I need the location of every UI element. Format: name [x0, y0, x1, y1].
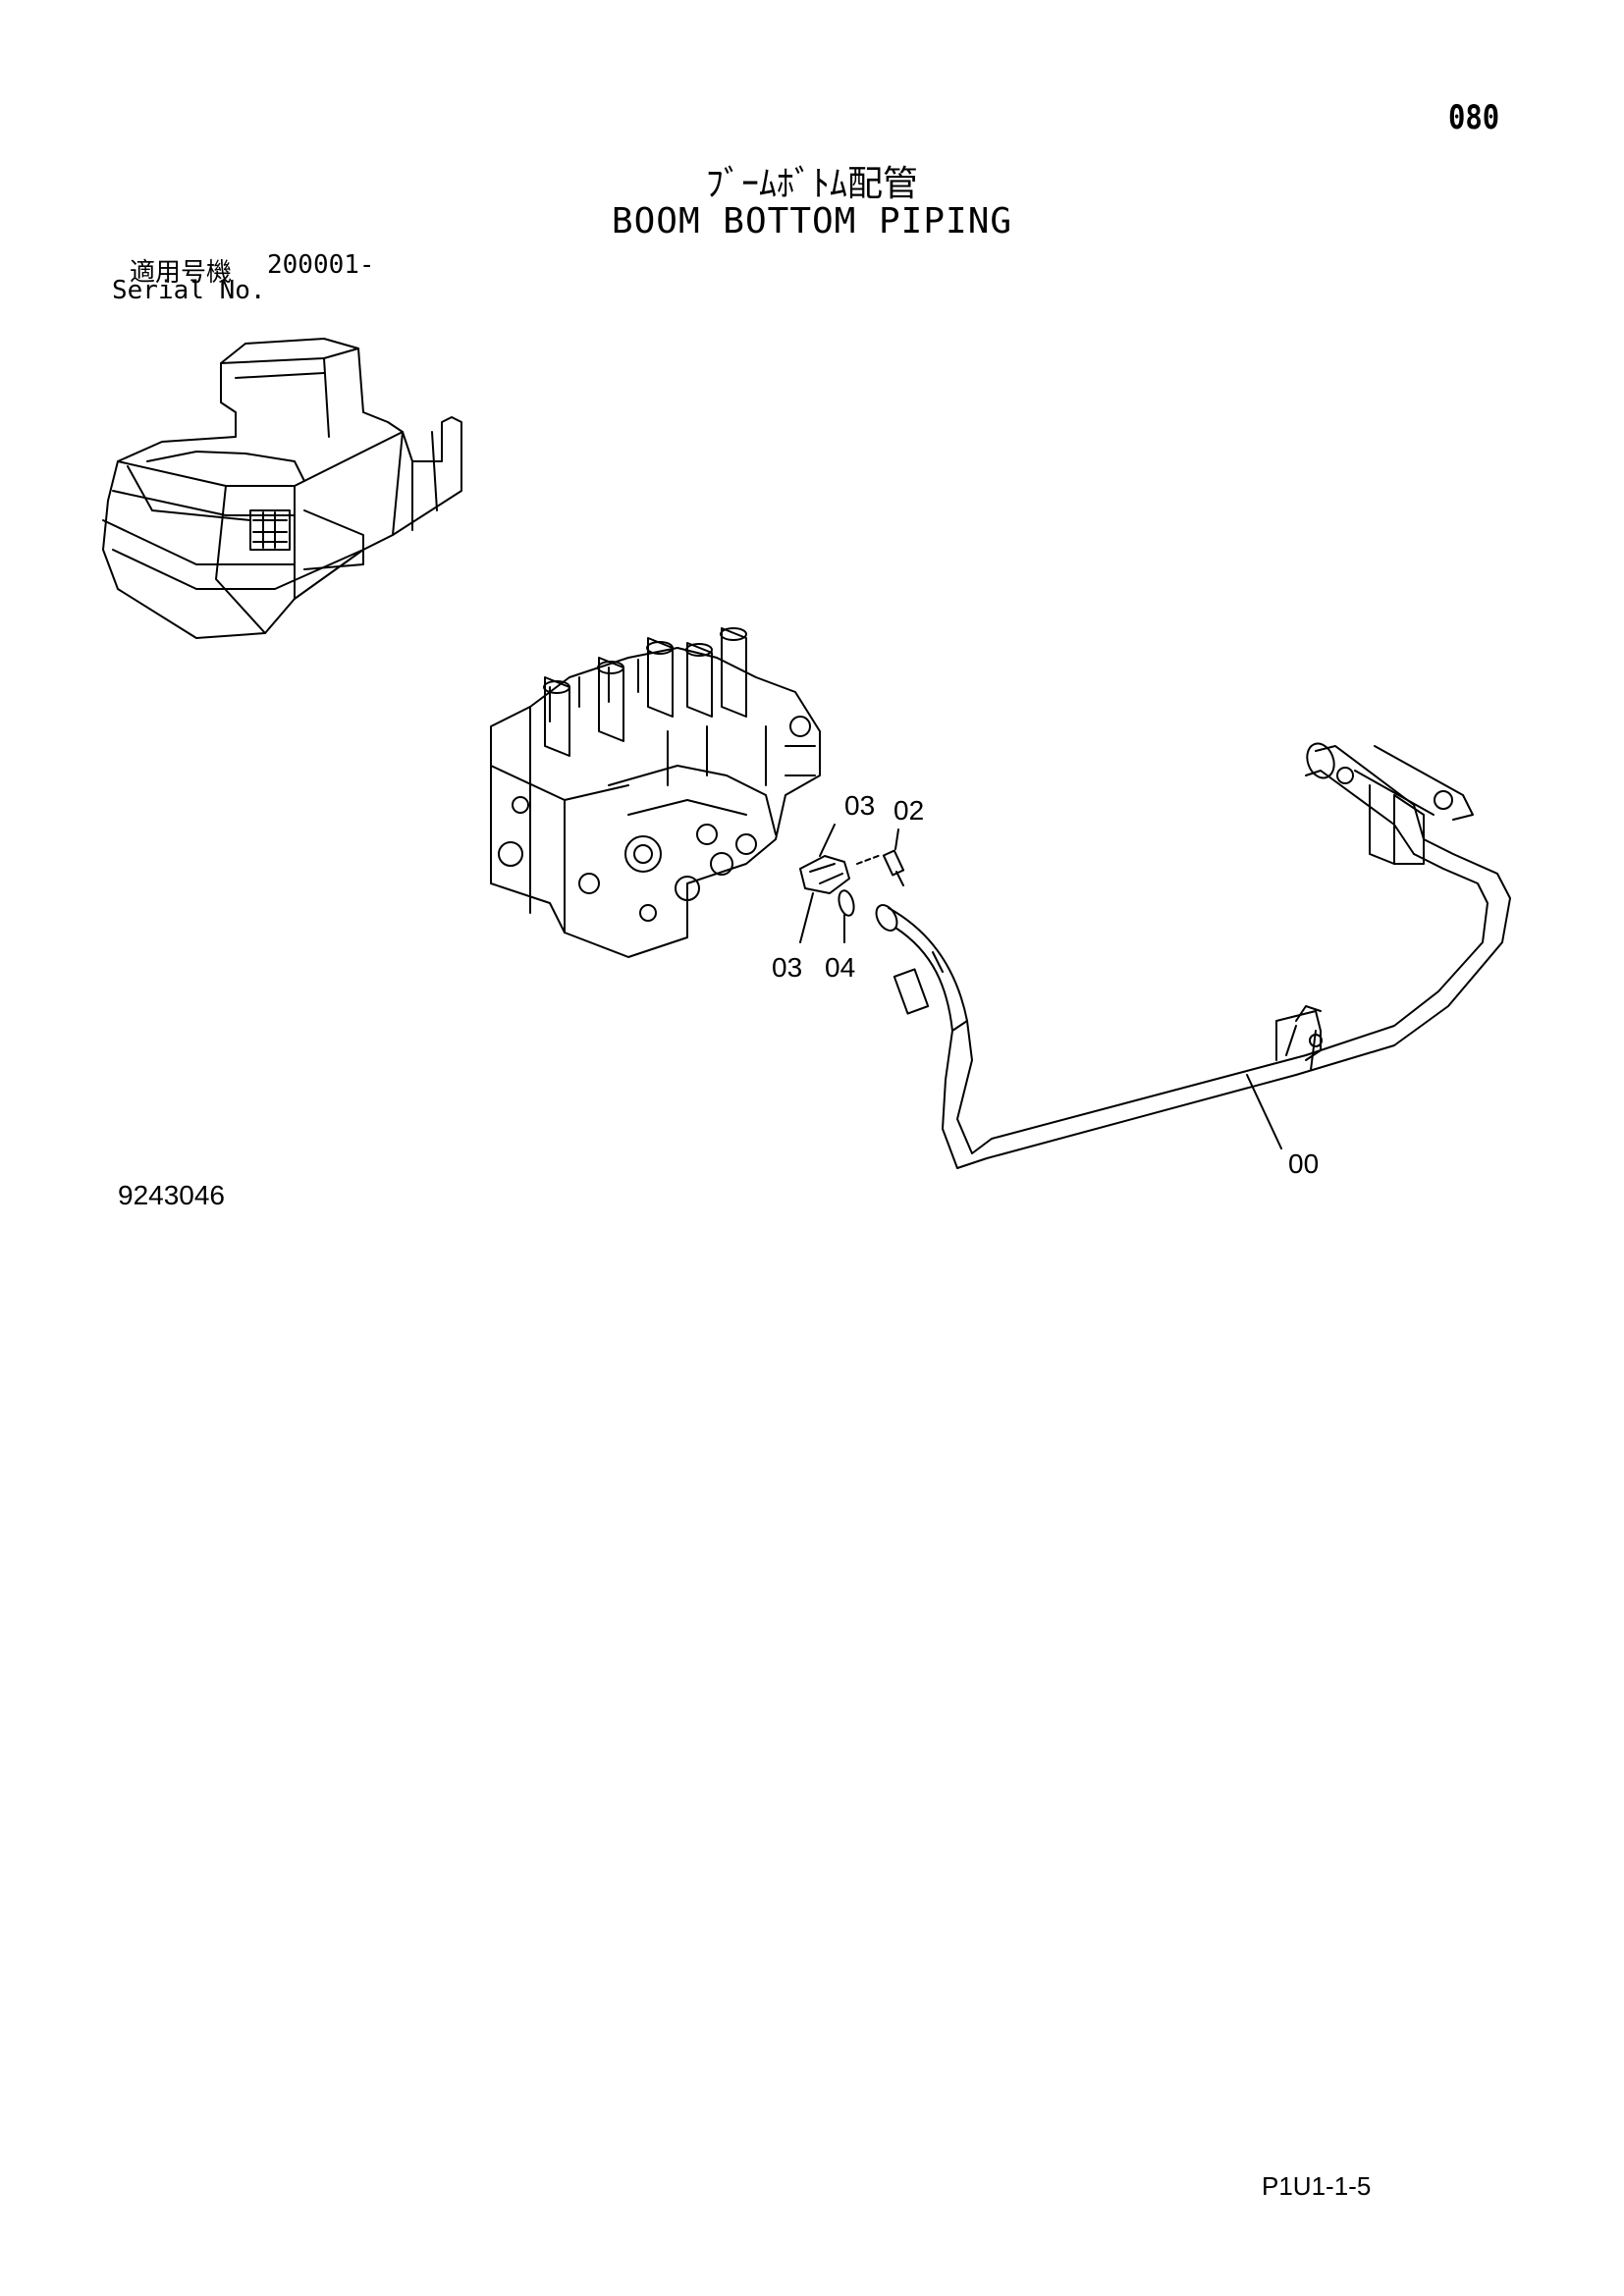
- callout-02: 02: [893, 795, 924, 826]
- footer-page-code: P1U1-1-5: [1262, 2171, 1372, 2201]
- assembly-guide-line: [856, 854, 882, 865]
- machine-location-thumbnail: [102, 338, 462, 639]
- boom-bottom-pipe-part-00: [875, 742, 1511, 1169]
- serial-range: 200001-: [267, 250, 375, 280]
- split-flange-part-03: [799, 855, 850, 894]
- callout-03-upper: 03: [844, 790, 875, 821]
- callout-00: 00: [1288, 1148, 1319, 1179]
- drawing-number: 9243046: [118, 1180, 226, 1210]
- control-valve-drawing: [490, 627, 821, 958]
- o-ring-part-04: [838, 889, 855, 917]
- callout-leaders: [799, 824, 1282, 1149]
- bolt-part-02: [882, 849, 905, 886]
- page-number: 080: [1448, 98, 1500, 137]
- title-english: BOOM BOTTOM PIPING: [611, 201, 1013, 241]
- callout-03-lower: 03: [772, 952, 802, 983]
- title-japanese: ﾌﾞｰﾑﾎﾞﾄﾑ配管: [705, 164, 918, 204]
- serial-label-english: Serial No.: [112, 276, 266, 305]
- serial-label-japanese: 適用号機: [130, 258, 233, 288]
- callout-04: 04: [825, 952, 855, 983]
